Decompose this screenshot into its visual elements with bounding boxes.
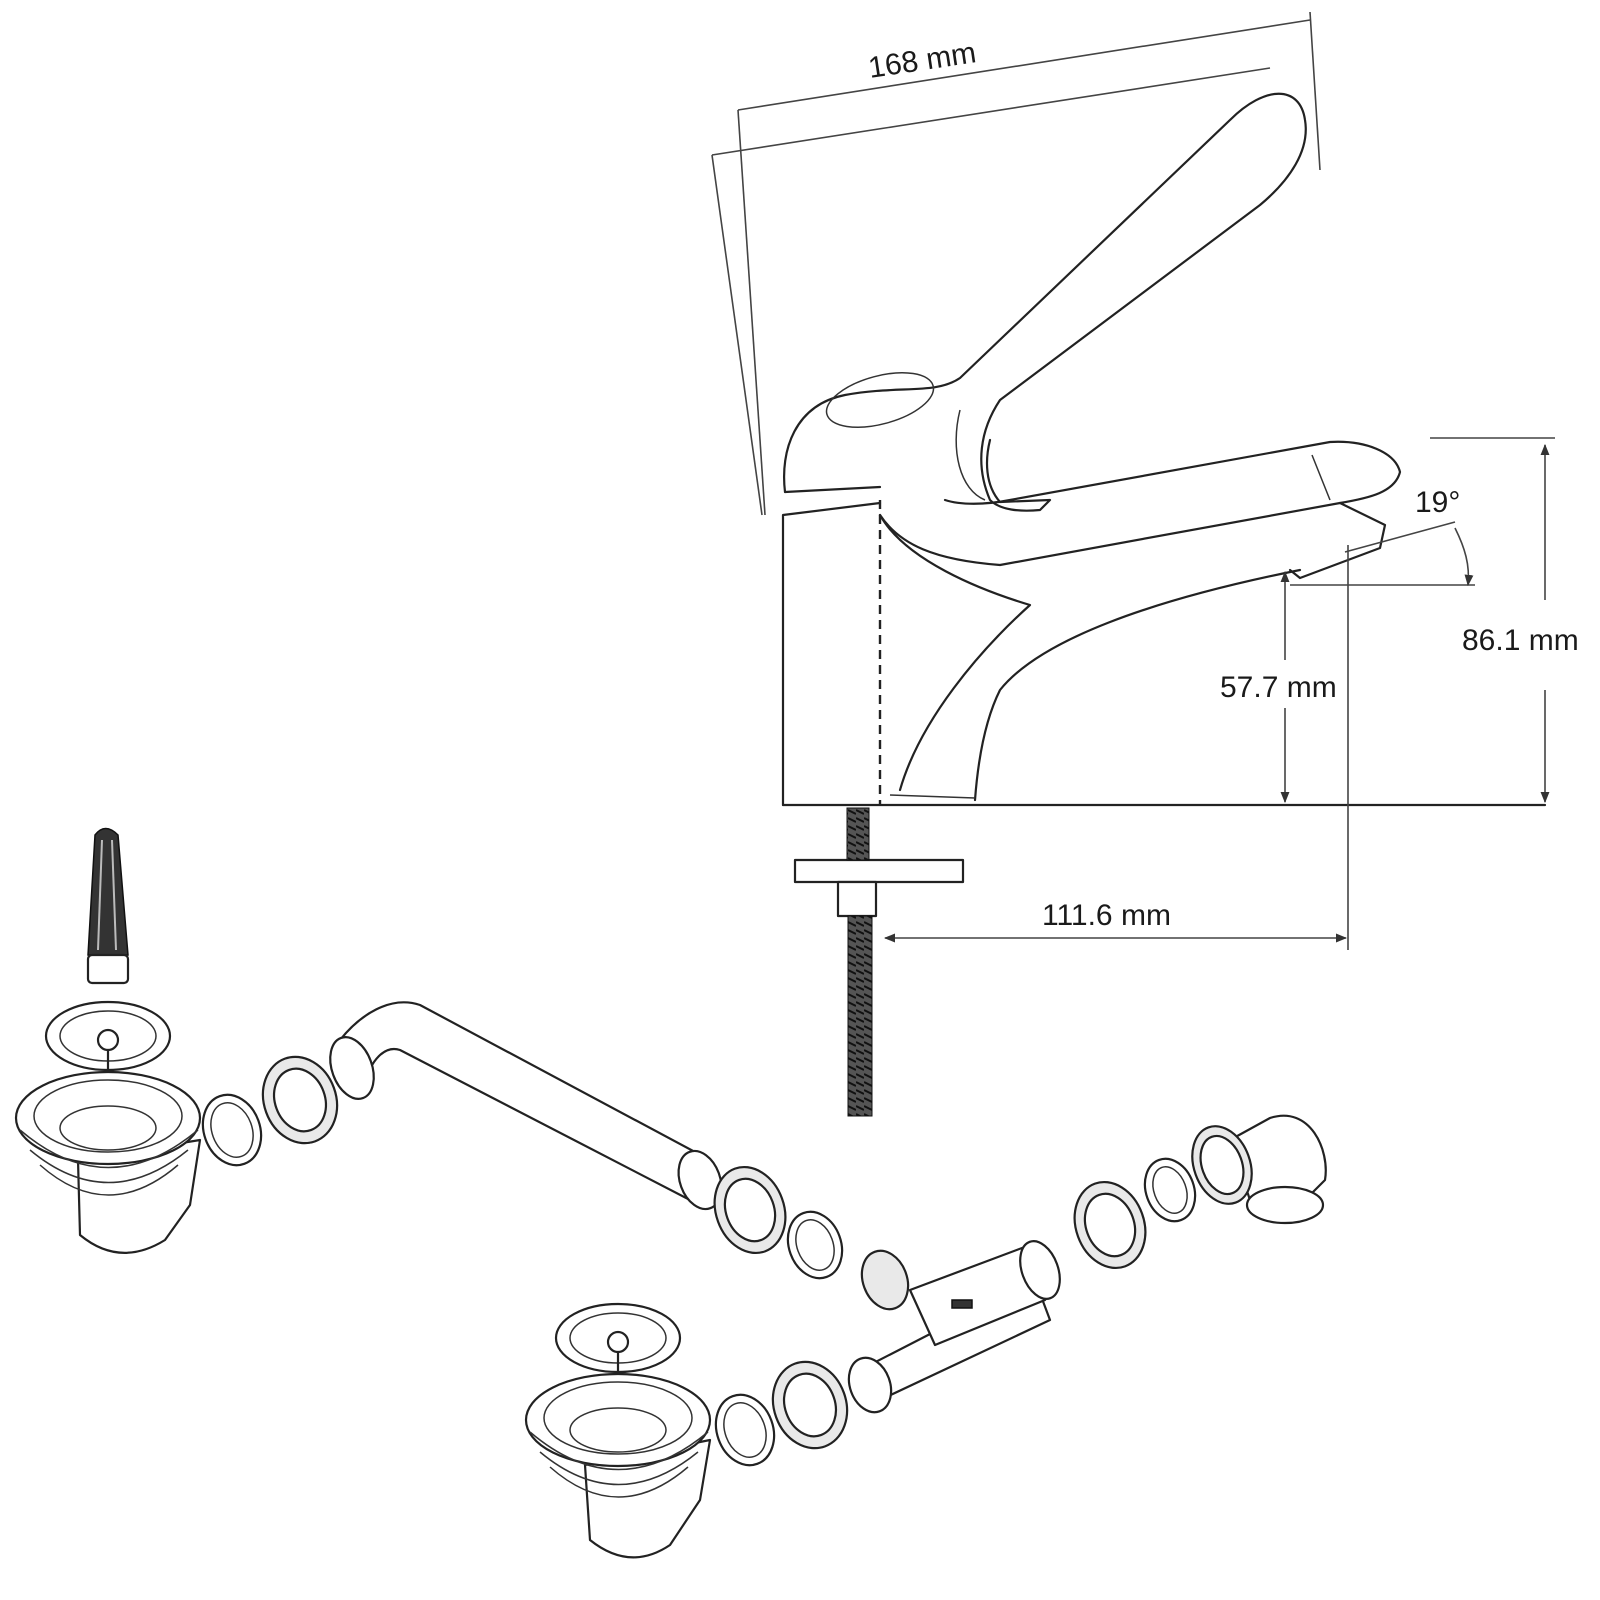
drain-body-left (14, 1070, 202, 1254)
bent-drain-pipe (338, 1001, 712, 1202)
coupling-nut-middle (713, 1165, 787, 1255)
stopper-knob (86, 827, 130, 985)
coupling-nut-left (261, 1055, 339, 1145)
drain-body-right (524, 1372, 712, 1559)
spout (878, 440, 1402, 567)
faucet-drawing: 168 mm 19° 86.1 mm 57.7 mm 111.6 mm (711, 11, 1579, 1117)
handle-grip-hole (825, 372, 935, 428)
dim-label-total-height: 86.1 mm (1462, 624, 1579, 657)
body-curve-2 (973, 568, 1302, 802)
elbow-fitting (1191, 1114, 1327, 1225)
threaded-rod (847, 915, 873, 1117)
coupling-nut-lower (771, 1360, 849, 1450)
mounting-nut (836, 880, 878, 918)
drain-kit-drawing (14, 827, 1327, 1559)
dim-label-spout-reach: 111.6 mm (1042, 899, 1171, 932)
strainer-basket-right (554, 1302, 682, 1407)
washer-ring-right (1143, 1157, 1197, 1223)
dim-line-168 (737, 19, 1311, 111)
dim-label-handle-length: 168 mm (866, 36, 978, 85)
t-fitting (847, 1240, 1061, 1414)
coupling-nut-right (1073, 1180, 1147, 1270)
spout-tip (1288, 501, 1387, 580)
washer-ring-left (201, 1093, 263, 1167)
washer-ring-lower (714, 1393, 776, 1467)
body-curve (878, 513, 1032, 792)
dim-label-spout-angle: 19° (1415, 486, 1460, 519)
lever-handle (783, 92, 1307, 512)
mounting-washer (793, 858, 965, 884)
faucet-body (781, 501, 882, 807)
dim-label-spout-height: 57.7 mm (1220, 671, 1337, 704)
washer-ring-middle (786, 1210, 844, 1280)
strainer-basket-left (44, 1000, 172, 1102)
